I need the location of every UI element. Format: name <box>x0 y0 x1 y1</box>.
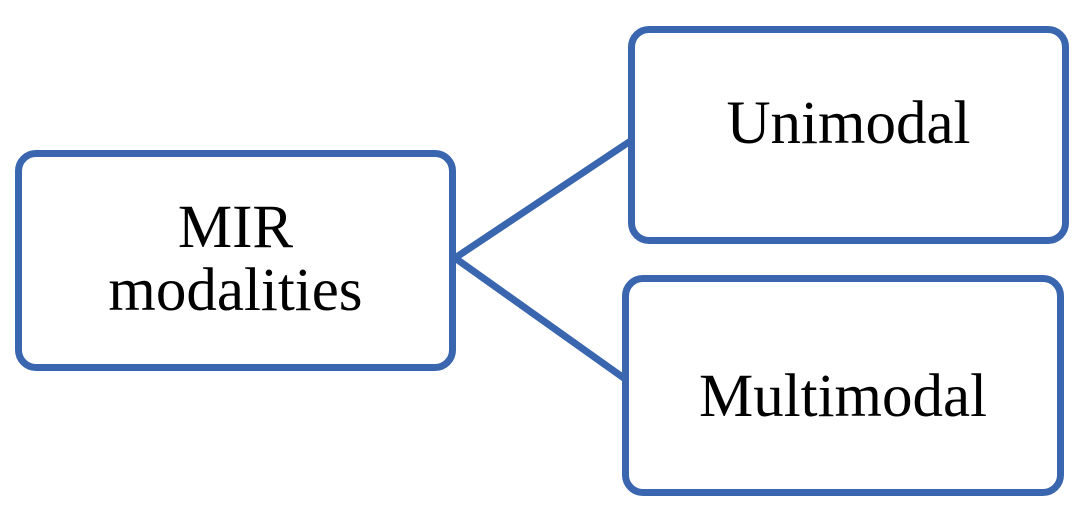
connector-root-multimodal <box>452 255 631 384</box>
connector-root-unimodal <box>453 137 634 261</box>
node-mir-modalities[interactable]: MIR modalities <box>15 150 456 371</box>
node-multimodal-label: Multimodal <box>698 363 988 431</box>
node-multimodal[interactable]: Multimodal <box>622 275 1064 496</box>
node-mir-modalities-label: MIR modalities <box>108 194 363 324</box>
node-unimodal-label: Unimodal <box>726 89 971 157</box>
node-unimodal[interactable]: Unimodal <box>628 26 1069 244</box>
